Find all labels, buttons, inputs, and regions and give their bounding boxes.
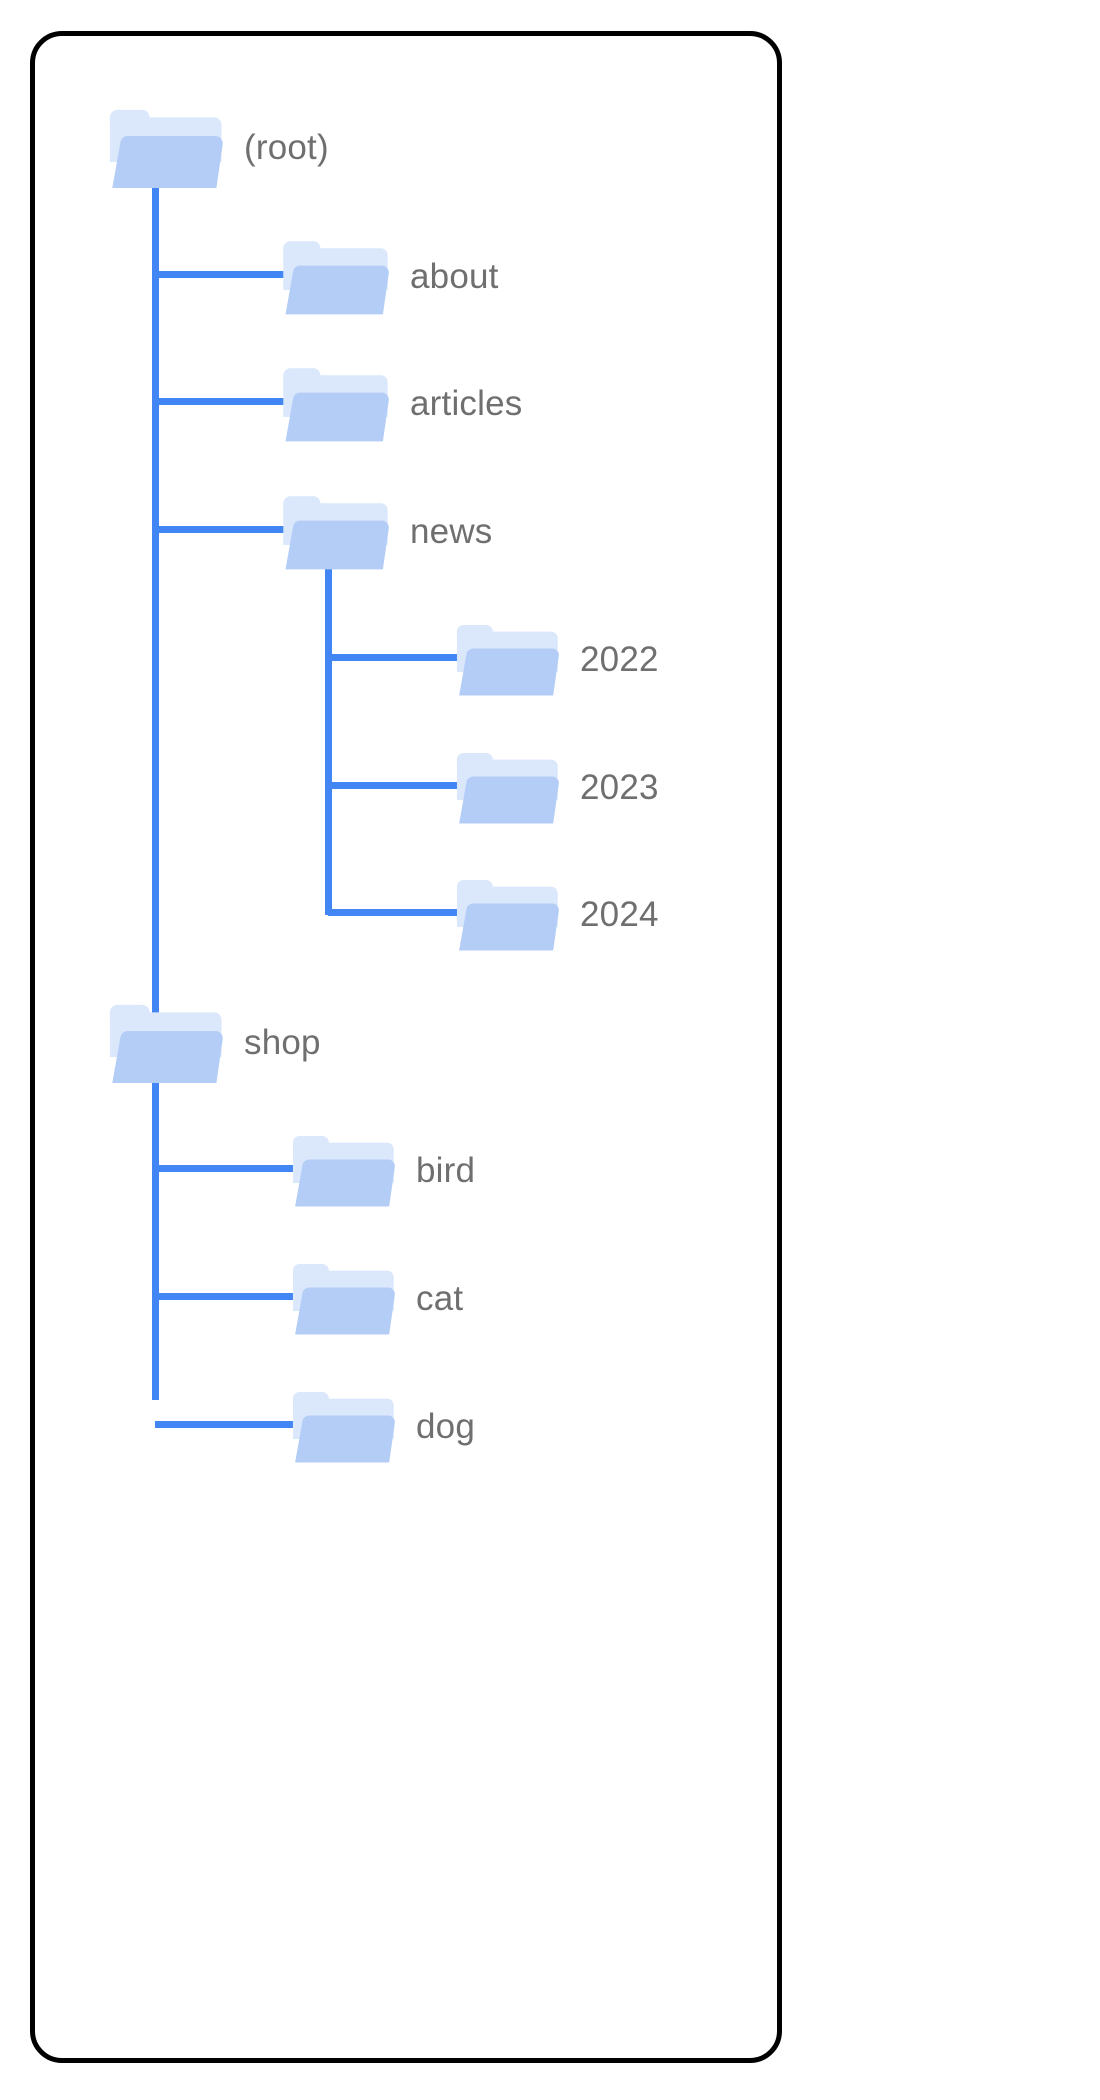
tree-connector — [151, 176, 159, 1400]
tree-connector — [155, 525, 290, 533]
tree-node-label: 2024 — [580, 895, 659, 935]
tree-connector — [328, 908, 462, 916]
folder-icon-glyph — [456, 753, 559, 824]
folder-icon[interactable] — [448, 744, 560, 831]
folder-icon-glyph — [283, 241, 389, 315]
tree-node-2022[interactable]: 2022 — [448, 616, 659, 703]
tree-node-label: dog — [416, 1407, 475, 1447]
tree-connector — [155, 270, 290, 278]
folder-icon[interactable] — [448, 616, 560, 703]
tree-node-label: 2022 — [580, 640, 659, 680]
folder-icon-glyph — [456, 625, 559, 696]
tree-connector — [328, 653, 462, 661]
tree-connector — [155, 1292, 298, 1300]
folder-icon-glyph — [292, 1264, 395, 1335]
tree-connector — [328, 781, 462, 789]
tree-node-label: shop — [244, 1023, 321, 1063]
folder-icon-glyph — [283, 368, 389, 442]
tree-node-label: 2023 — [580, 768, 659, 808]
folder-icon[interactable] — [100, 995, 224, 1092]
tree-node-label: cat — [416, 1279, 464, 1319]
tree-node-bird[interactable]: bird — [284, 1127, 475, 1214]
tree-node-shop[interactable]: shop — [100, 995, 321, 1092]
folder-icon-glyph — [292, 1392, 395, 1463]
tree-node-news[interactable]: news — [274, 487, 493, 577]
folder-icon-glyph — [109, 1004, 223, 1083]
folder-icon[interactable] — [284, 1127, 396, 1214]
tree-node-label: articles — [410, 384, 523, 424]
folder-icon[interactable] — [100, 100, 224, 197]
folder-icon[interactable] — [274, 359, 390, 449]
tree-connector — [155, 397, 290, 405]
tree-node-2024[interactable]: 2024 — [448, 871, 659, 958]
tree-connector — [324, 560, 332, 915]
tree-node-label: news — [410, 512, 493, 552]
folder-icon[interactable] — [284, 1383, 396, 1470]
tree-node-root[interactable]: (root) — [100, 100, 329, 197]
folder-icon-glyph — [292, 1136, 395, 1207]
tree-node-dog[interactable]: dog — [284, 1383, 475, 1470]
folder-icon-glyph — [109, 109, 223, 188]
tree-node-cat[interactable]: cat — [284, 1255, 463, 1342]
folder-icon-glyph — [283, 496, 389, 570]
folder-icon[interactable] — [448, 871, 560, 958]
folder-icon[interactable] — [284, 1255, 396, 1342]
tree-connector — [155, 1164, 298, 1172]
tree-connector — [155, 1420, 298, 1428]
folder-icon-glyph — [456, 880, 559, 951]
tree-node-about[interactable]: about — [274, 232, 499, 322]
tree-node-label: (root) — [244, 128, 329, 168]
tree-node-label: about — [410, 257, 499, 297]
folder-icon[interactable] — [274, 487, 390, 577]
tree-node-2023[interactable]: 2023 — [448, 744, 659, 831]
tree-node-label: bird — [416, 1151, 476, 1191]
folder-icon[interactable] — [274, 232, 390, 322]
tree-node-articles[interactable]: articles — [274, 359, 522, 449]
